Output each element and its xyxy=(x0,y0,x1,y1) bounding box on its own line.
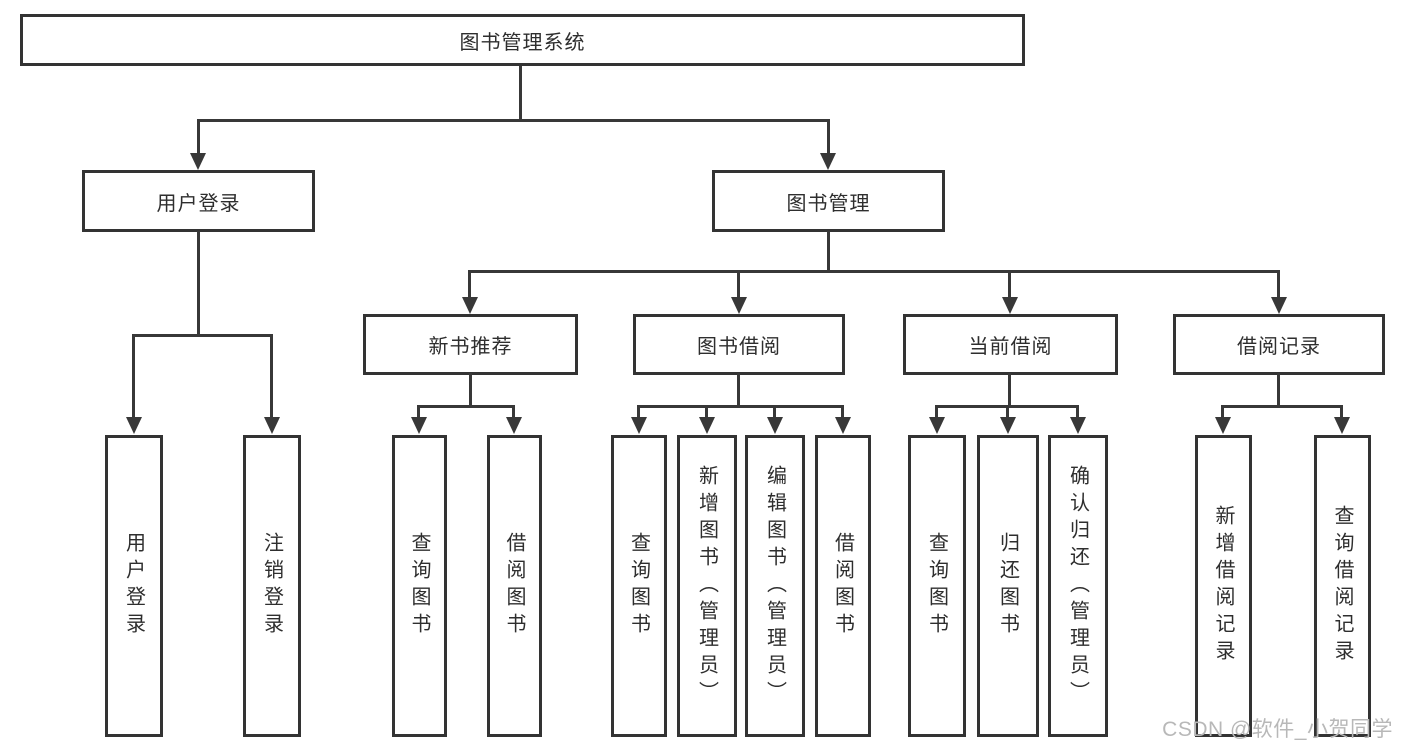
connector-shaft xyxy=(1277,270,1280,300)
leaf-logout: 注销登录 xyxy=(243,435,301,737)
leaf-label: 新增借阅记录 xyxy=(1212,505,1234,667)
arrowhead-down-icon xyxy=(506,417,522,434)
leaf-label: 归还图书 xyxy=(996,532,1019,640)
connector-root-rail xyxy=(197,119,830,122)
arrowhead-down-icon xyxy=(1002,297,1018,314)
arrowhead-down-icon xyxy=(190,153,206,170)
leaf-recommend-query-book: 查询图书 xyxy=(392,435,447,737)
connector-shaft xyxy=(737,270,740,300)
leaf-current-confirm-return-admin: 确认归还（管理员） xyxy=(1048,435,1108,737)
node-current-borrowing: 当前借阅 xyxy=(903,314,1118,375)
leaf-label: 借阅图书 xyxy=(831,532,854,640)
leaf-label: 用户登录 xyxy=(122,532,145,640)
arrowhead-down-icon xyxy=(731,297,747,314)
connector-shaft xyxy=(512,405,515,421)
arrowhead-down-icon xyxy=(1271,297,1287,314)
connector-shaft xyxy=(1076,405,1079,421)
connector-records-rail xyxy=(1221,405,1343,408)
arrowhead-down-icon xyxy=(1070,417,1086,434)
node-new-book-recommend: 新书推荐 xyxy=(363,314,578,375)
node-borrow-records: 借阅记录 xyxy=(1173,314,1385,375)
arrowhead-down-icon xyxy=(631,417,647,434)
arrowhead-down-icon xyxy=(1334,417,1350,434)
leaf-borrowing-add-book-admin: 新增图书（管理员） xyxy=(677,435,737,737)
node-book-borrowing: 图书借阅 xyxy=(633,314,845,375)
leaf-label: 查询借阅记录 xyxy=(1331,505,1353,667)
connector-shaft xyxy=(132,334,135,420)
arrowhead-down-icon xyxy=(835,417,851,434)
node-label: 用户登录 xyxy=(156,192,241,215)
connector-shaft xyxy=(417,405,420,421)
connector-recommend-drop xyxy=(469,373,472,407)
arrowhead-down-icon xyxy=(1215,417,1231,434)
connector-book-rail xyxy=(468,270,1280,273)
node-label: 图书借阅 xyxy=(697,336,781,358)
arrowhead-down-icon xyxy=(699,417,715,434)
node-book-management: 图书管理 xyxy=(712,170,945,232)
leaf-label: 借阅图书 xyxy=(503,532,525,640)
connector-shaft xyxy=(468,270,471,300)
arrowhead-down-icon xyxy=(767,417,783,434)
leaf-label: 查询图书 xyxy=(408,532,430,640)
connector-records-drop xyxy=(1277,373,1280,407)
connector-shaft xyxy=(705,405,708,421)
node-label: 图书管理系统 xyxy=(459,31,586,54)
leaf-recommend-borrow-book: 借阅图书 xyxy=(487,435,542,737)
connector-shaft xyxy=(197,119,200,157)
connector-shaft xyxy=(637,405,640,421)
csdn-watermark: CSDN @软件_小贺同学 xyxy=(1162,718,1393,741)
connector-root-drop xyxy=(519,66,522,121)
node-root-system: 图书管理系统 xyxy=(20,14,1025,66)
connector-shaft xyxy=(935,405,938,421)
leaf-records-query-record: 查询借阅记录 xyxy=(1314,435,1371,737)
arrowhead-down-icon xyxy=(820,153,836,170)
connector-shaft xyxy=(270,334,273,420)
connector-book-drop xyxy=(827,231,830,273)
connector-shaft xyxy=(827,119,830,157)
connector-recommend-rail xyxy=(417,405,515,408)
leaf-user-login: 用户登录 xyxy=(105,435,163,737)
arrowhead-down-icon xyxy=(264,417,280,434)
connector-shaft xyxy=(1340,405,1343,421)
connector-shaft xyxy=(1006,405,1009,421)
leaf-borrowing-query-book: 查询图书 xyxy=(611,435,667,737)
connector-shaft xyxy=(1221,405,1224,421)
leaf-label: 查询图书 xyxy=(925,532,948,640)
leaf-borrowing-borrow-book: 借阅图书 xyxy=(815,435,871,737)
arrowhead-down-icon xyxy=(411,417,427,434)
leaf-current-query-book: 查询图书 xyxy=(908,435,966,737)
node-label: 当前借阅 xyxy=(968,336,1053,358)
leaf-current-return-book: 归还图书 xyxy=(977,435,1039,737)
leaf-label: 新增图书（管理员） xyxy=(695,464,718,708)
arrowhead-down-icon xyxy=(462,297,478,314)
node-label: 图书管理 xyxy=(786,192,871,215)
arrowhead-down-icon xyxy=(1000,417,1016,434)
connector-user-rail xyxy=(132,334,273,337)
arrowhead-down-icon xyxy=(126,417,142,434)
connector-current-drop xyxy=(1008,373,1011,407)
leaf-label: 确认归还（管理员） xyxy=(1066,464,1089,708)
leaf-records-add-record: 新增借阅记录 xyxy=(1195,435,1252,737)
node-label: 借阅记录 xyxy=(1237,336,1321,358)
leaf-borrowing-edit-book-admin: 编辑图书（管理员） xyxy=(745,435,805,737)
connector-user-drop xyxy=(197,231,200,336)
node-label: 新书推荐 xyxy=(428,336,513,358)
connector-shaft xyxy=(773,405,776,421)
node-user-login-group: 用户登录 xyxy=(82,170,315,232)
connector-shaft xyxy=(841,405,844,421)
connector-borrowing-rail xyxy=(637,405,844,408)
arrowhead-down-icon xyxy=(929,417,945,434)
leaf-label: 编辑图书（管理员） xyxy=(763,464,786,708)
connector-shaft xyxy=(1008,270,1011,300)
connector-borrowing-drop xyxy=(737,373,740,407)
leaf-label: 查询图书 xyxy=(627,532,650,640)
leaf-label: 注销登录 xyxy=(260,532,283,640)
